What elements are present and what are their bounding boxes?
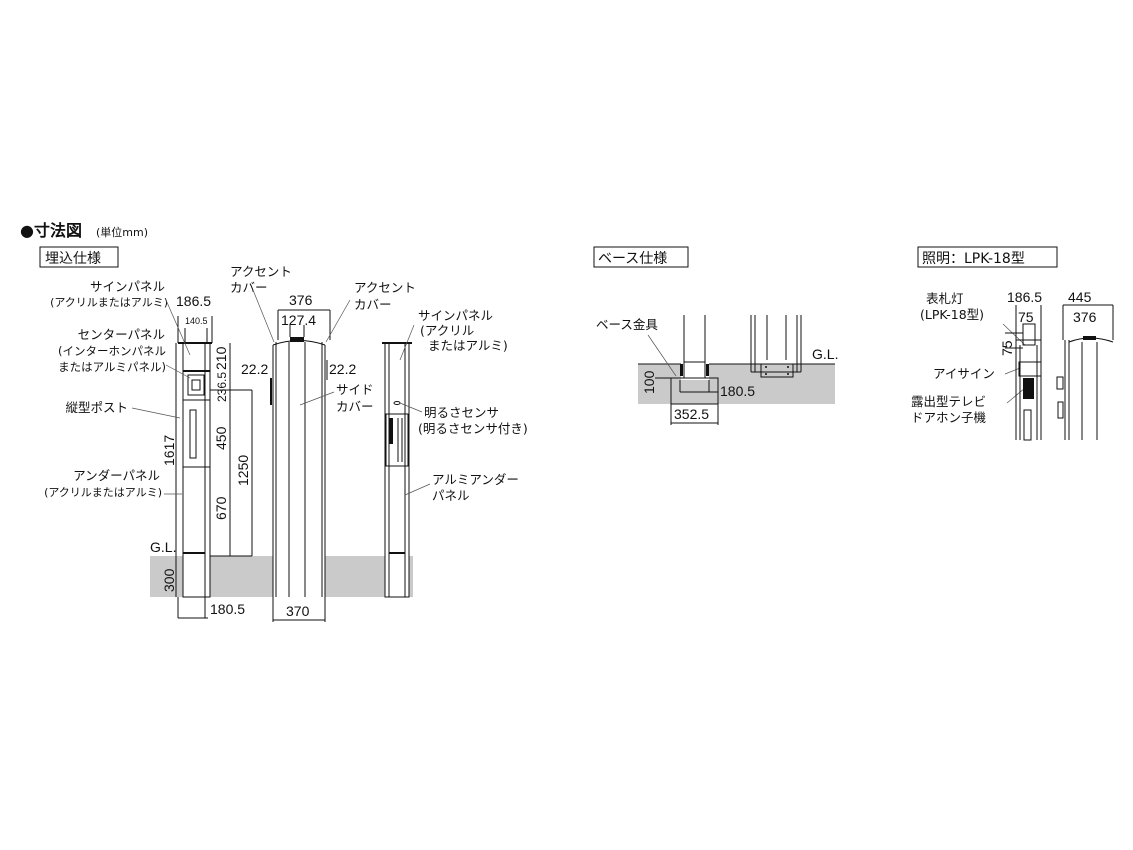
intercom-panel [187, 374, 205, 396]
dim-side-left: 22.2 [241, 361, 268, 377]
label-sign-panel-right-sub2: またはアルミ) [428, 338, 508, 353]
label-alu-under-b: パネル [432, 488, 470, 503]
dim-127: 127.4 [281, 312, 316, 328]
dim-670: 670 [213, 496, 229, 520]
base-post-side [750, 315, 802, 378]
label-sign-panel: サインパネル [90, 279, 165, 294]
dim-side-right: 22.2 [329, 361, 356, 377]
eye-sign [1018, 361, 1042, 377]
intercom-unit [1023, 378, 1034, 399]
label-sign-panel-right-sub1: (アクリル [420, 323, 474, 338]
base-heading: ベース仕様 [598, 251, 667, 267]
dim-base-100: 100 [641, 370, 657, 394]
dim-1250: 1250 [235, 455, 251, 486]
post-back-view [382, 342, 412, 598]
lighting-heading: 照明：LPK-18型 [922, 251, 1025, 267]
label-vertical-post: 縦型ポスト [65, 400, 128, 415]
dim-base-180: 180.5 [720, 383, 755, 399]
dim-inner-width: 140.5 [185, 316, 208, 326]
label-nameplate-model: (LPK-18型) [920, 307, 984, 322]
label-intercom-b: ドアホン子機 [911, 410, 987, 425]
label-light-sensor: 明るさセンサ [424, 405, 499, 420]
lighting-section: 照明：LPK-18型 表札灯 (LPK-18型) アイサイン 露出型テレビ ドア… [911, 246, 1114, 441]
post-front-view [175, 316, 253, 619]
drawing-title: ●寸法図 [20, 221, 82, 240]
dim-236: 236.5 [215, 372, 229, 402]
label-side-cover-b: カバー [336, 399, 374, 414]
embedded-section: 埋込仕様 186.5 140.5 21 [39, 246, 528, 622]
base-gl-label: G.L. [812, 346, 838, 362]
label-base-bracket: ベース金具 [596, 317, 658, 332]
label-accent-cover-1a: アクセント [230, 264, 292, 279]
label-side-cover-a: サイド [336, 382, 374, 397]
base-section: ベース仕様 ベース金具 G.L. 100 180.5 352.5 [593, 246, 838, 425]
dim-light-445: 445 [1068, 289, 1092, 305]
gl-label: G.L. [150, 539, 176, 555]
dim-210: 210 [213, 346, 229, 370]
label-center-panel: センターパネル [78, 327, 165, 342]
label-under-panel: アンダーパネル [73, 468, 160, 483]
dim-light-186: 186.5 [1007, 289, 1042, 305]
label-alu-under-a: アルミアンダー [432, 472, 519, 487]
dim-light-376: 376 [1073, 309, 1097, 325]
mail-slot [189, 409, 197, 459]
dim-370: 370 [286, 603, 310, 619]
label-under-panel-material: (アクリルまたはアルミ) [44, 486, 162, 499]
dim-376: 376 [289, 292, 313, 308]
label-sign-panel-right: サインパネル [418, 308, 493, 323]
base-heading-box [593, 246, 689, 268]
label-light-sensor-sub: (明るさセンサ付き) [418, 421, 528, 436]
label-intercom-a: 露出型テレビ [911, 394, 986, 409]
label-accent-cover-1b: カバー [230, 280, 268, 295]
label-nameplate-light: 表札灯 [926, 291, 964, 306]
label-sign-panel-material: (アクリルまたはアルミ) [50, 296, 168, 309]
embedded-heading-box [39, 246, 119, 268]
nameplate-light [1022, 323, 1036, 346]
label-center-panel-sub2: またはアルミパネル) [58, 360, 166, 374]
dim-1617: 1617 [161, 435, 177, 466]
sensor-panel [385, 413, 409, 467]
embedded-heading: 埋込仕様 [45, 251, 101, 267]
dim-light-75w: 75 [1018, 309, 1034, 325]
label-accent-cover-2b: カバー [354, 297, 392, 312]
dim-300: 300 [161, 568, 177, 592]
label-center-panel-sub1: (インターホンパネル [58, 344, 166, 358]
dim-base-352: 352.5 [674, 406, 709, 422]
lighting-post-side [1056, 304, 1114, 440]
post-side-view [270, 309, 331, 622]
dim-top-width: 186.5 [176, 293, 211, 309]
dim-450: 450 [213, 426, 229, 450]
label-accent-cover-2a: アクセント [354, 280, 416, 295]
lighting-post-front [1005, 305, 1042, 441]
dim-bottom-width: 180.5 [210, 601, 245, 617]
label-eye-sign: アイサイン [933, 366, 995, 381]
lighting-heading-box [917, 246, 1058, 268]
unit-label: (単位mm) [96, 225, 148, 239]
